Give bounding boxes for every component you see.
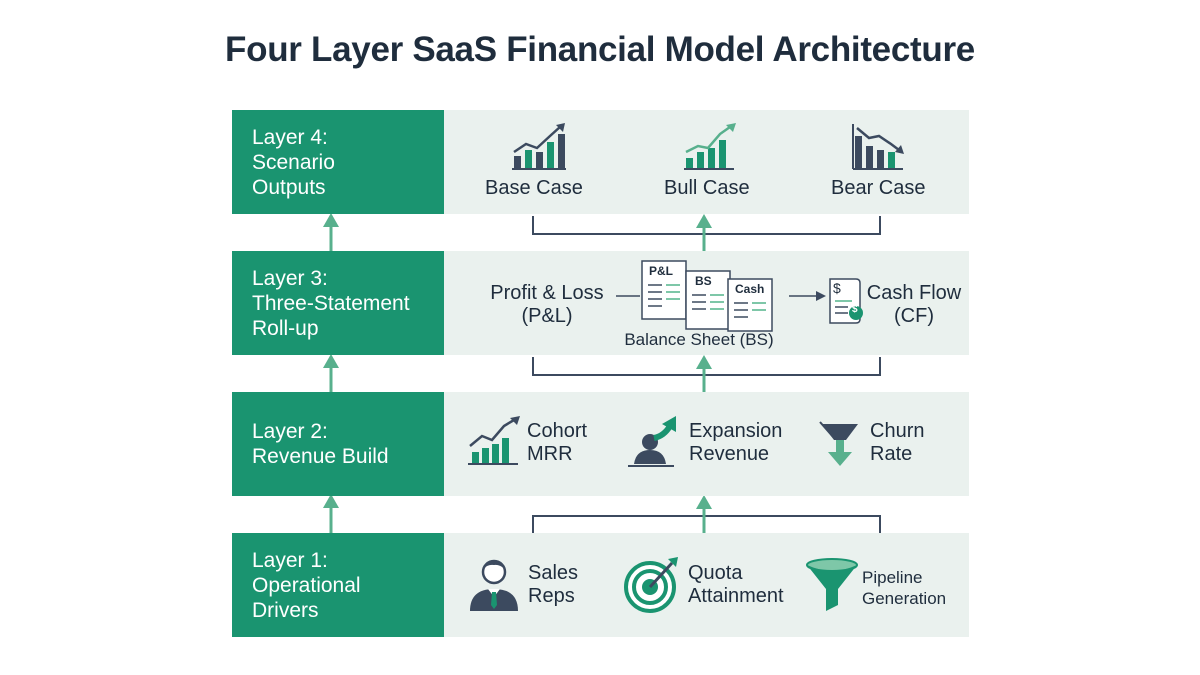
layer-4-label-line: Layer 4: [252, 125, 328, 149]
layer-2-label-line: Revenue Build [252, 445, 389, 468]
pipeline-generation-line2: Generation [862, 589, 947, 608]
bs-doc-label: BS [695, 274, 712, 288]
layer-4: Layer 4: Scenario Outputs Base Case Bull… [232, 110, 969, 214]
cohort-mrr-line1: Cohort [527, 420, 588, 442]
cash-flow-document-icon [829, 278, 863, 324]
layer-2-label: Layer 2: Revenue Build [232, 392, 444, 496]
cohort-mrr-line2: MRR [527, 443, 573, 465]
expansion-revenue-line1: Expansion [689, 420, 783, 442]
funnel-icon [806, 558, 858, 611]
bull-case-label: Bull Case [664, 177, 750, 199]
bracket-l1-to-l2 [532, 515, 881, 533]
cash-flow-coin-dollar: $ [852, 304, 858, 315]
financial-statements-icon: P&L BS Cash [640, 259, 790, 334]
label-arrow-l3-l4 [323, 213, 339, 251]
business-person-icon [470, 559, 518, 611]
layer-3-label-line: Roll-up [252, 316, 319, 340]
layer-3-label-line: Layer 3: [252, 266, 328, 290]
pl-label-line2: (P&L) [521, 305, 573, 327]
cash-flow-label-line2: (CF) [894, 305, 934, 327]
layer-4-label: Layer 4: Scenario Outputs [232, 110, 444, 214]
layer-1-label: Layer 1: Operational Drivers [232, 533, 444, 637]
layer-4-label-line: Scenario [252, 150, 335, 174]
churn-rate-line2: Rate [870, 443, 913, 465]
target-icon [624, 557, 678, 613]
bs-document [685, 270, 731, 330]
rising-bars-icon [468, 416, 520, 465]
quota-attainment-line2: Attainment [688, 585, 784, 607]
pl-document [641, 260, 687, 320]
bar-chart-down-icon [852, 124, 904, 170]
cash-doc-label: Cash [735, 282, 765, 296]
bar-chart-growth-icon [684, 123, 736, 170]
sales-reps-line1: Sales [528, 562, 579, 584]
layer-4-panel: Base Case Bull Case Bear Case [444, 110, 969, 214]
layer-1-label-line: Operational [252, 573, 361, 597]
balance-sheet-label: Balance Sheet (BS) [624, 330, 774, 349]
layer-1: Layer 1: Operational Drivers Sales Reps … [232, 533, 969, 637]
layer-2: Layer 2: Revenue Build Cohort MRR Expans… [232, 392, 969, 496]
layer-3: Layer 3: Three-Statement Roll-up Profit … [232, 251, 969, 355]
layer-3-panel: Profit & Loss (P&L) [444, 251, 969, 355]
diagram-title: Four Layer SaaS Financial Model Architec… [225, 30, 975, 69]
statement-links [616, 291, 826, 301]
layer-2-panel: Cohort MRR Expansion Revenue Churn Rate [444, 392, 969, 496]
layer-1-panel: Sales Reps Quota Attainment Pipeline Gen… [444, 533, 969, 637]
layer-3-label: Layer 3: Three-Statement Roll-up [232, 251, 444, 355]
quota-attainment-line1: Quota [688, 562, 743, 584]
person-growth-arrow-icon [628, 416, 676, 467]
pipeline-generation-line1: Pipeline [862, 568, 923, 587]
churn-rate-line1: Churn [870, 420, 925, 442]
bracket-l3-to-l4 [532, 216, 881, 235]
label-arrow-l2-l3 [323, 354, 339, 392]
pl-doc-label: P&L [649, 264, 673, 278]
bear-case-label: Bear Case [831, 177, 926, 199]
layer-1-label-line: Drivers [252, 598, 319, 622]
funnel-down-arrow-icon [819, 421, 858, 466]
layer-2-label-line: Layer 2: [252, 420, 328, 443]
bar-chart-up-icon [512, 123, 566, 170]
layer-3-label-line: Three-Statement [252, 291, 410, 315]
expansion-revenue-line2: Revenue [689, 443, 770, 465]
label-arrow-l1-l2 [323, 494, 339, 533]
cash-document [727, 278, 773, 332]
layer-1-label-line: Layer 1: [252, 548, 328, 572]
layer-4-label-line: Outputs [252, 175, 326, 199]
cash-flow-dollar-sign: $ [833, 280, 841, 296]
bracket-l2-to-l3-arrow [696, 355, 712, 392]
bracket-l2-to-l3 [532, 357, 881, 376]
bracket-l1-to-l2-arrow [696, 495, 712, 533]
base-case-label: Base Case [485, 177, 583, 199]
bracket-l3-to-l4-arrow [696, 214, 712, 251]
pl-label-line1: Profit & Loss [490, 282, 604, 304]
sales-reps-line2: Reps [528, 585, 575, 607]
cash-flow-label-line1: Cash Flow [866, 282, 962, 304]
